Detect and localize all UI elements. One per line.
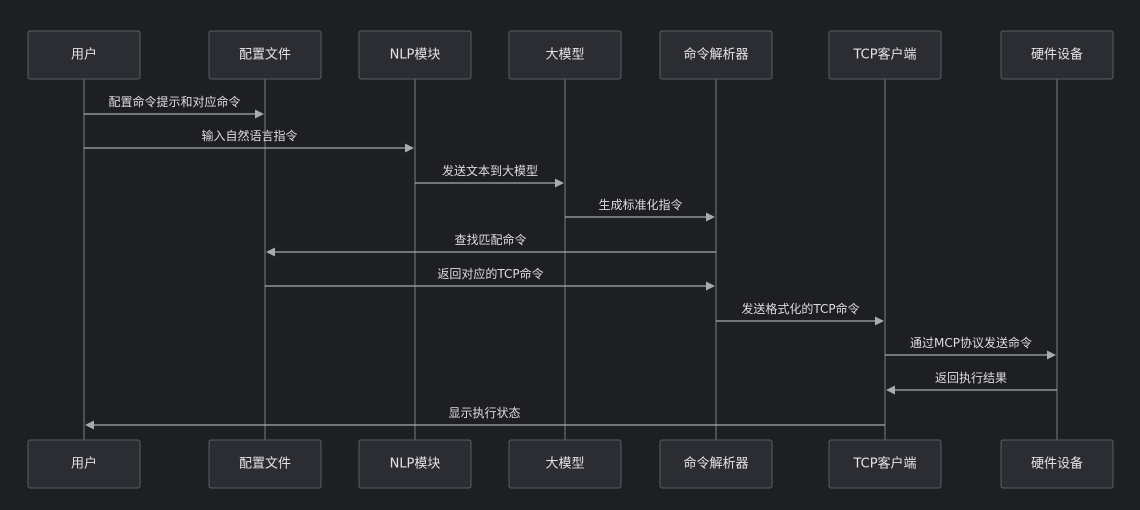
message-9: 返回执行结果 (886, 371, 1057, 395)
actor-label: 配置文件 (239, 48, 291, 63)
message-1: 配置命令提示和对应命令 (84, 94, 264, 119)
actor-box (828, 439, 942, 489)
actor-label: 硬件设备 (1031, 47, 1083, 63)
actor-tcp-bottom: TCP客户端 (828, 439, 942, 489)
message-label: 输入自然语言指令 (201, 128, 297, 143)
actor-box (1000, 30, 1114, 80)
actor-box (828, 30, 942, 80)
message-label: 查找匹配命令 (454, 232, 526, 247)
message-label: 发送文本到大模型 (442, 163, 538, 178)
actor-box (659, 30, 773, 80)
arrowhead-icon (706, 212, 715, 222)
actor-user-top: 用户 (27, 30, 141, 80)
arrowhead-icon (875, 316, 884, 326)
arrowhead-icon (555, 178, 564, 188)
message-2: 输入自然语言指令 (84, 128, 414, 153)
actor-box (659, 439, 773, 489)
actor-box (27, 439, 141, 489)
actor-llm-bottom: 大模型 (508, 439, 622, 489)
actor-label: 命令解析器 (683, 456, 748, 472)
actor-label: NLP模块 (390, 457, 441, 472)
arrowhead-icon (706, 281, 715, 291)
message-label: 返回对应的TCP命令 (437, 266, 543, 281)
actor-config-bottom: 配置文件 (208, 439, 322, 489)
actor-label: 用户 (71, 47, 97, 63)
message-10: 显示执行状态 (85, 406, 885, 430)
actor-box (508, 30, 622, 80)
message-label: 通过MCP协议发送命令 (910, 335, 1032, 350)
message-6: 返回对应的TCP命令 (265, 266, 715, 291)
actor-box (208, 30, 322, 80)
actor-nlp-top: NLP模块 (358, 30, 472, 80)
arrowhead-icon (405, 143, 414, 153)
message-3: 发送文本到大模型 (415, 163, 564, 188)
messages: 配置命令提示和对应命令输入自然语言指令发送文本到大模型生成标准化指令查找匹配命令… (84, 94, 1057, 430)
message-label: 发送格式化的TCP命令 (741, 301, 859, 316)
message-label: 返回执行结果 (935, 371, 1007, 385)
actor-box (1000, 439, 1114, 489)
actor-hw-top: 硬件设备 (1000, 30, 1114, 80)
actor-label: 配置文件 (239, 457, 291, 472)
message-7: 发送格式化的TCP命令 (716, 301, 884, 326)
actor-parser-top: 命令解析器 (659, 30, 773, 80)
actor-box (358, 439, 472, 489)
actor-hw-bottom: 硬件设备 (1000, 439, 1114, 489)
lifelines (83, 79, 1058, 440)
actor-label: NLP模块 (390, 48, 441, 63)
message-5: 查找匹配命令 (266, 232, 716, 257)
actor-label: 大模型 (545, 48, 584, 63)
arrowhead-icon (266, 247, 275, 257)
actor-box (358, 30, 472, 80)
message-label: 配置命令提示和对应命令 (108, 94, 240, 109)
message-4: 生成标准化指令 (565, 197, 715, 222)
actor-label: 命令解析器 (683, 47, 748, 63)
actor-llm-top: 大模型 (508, 30, 622, 80)
actor-label: TCP客户端 (852, 456, 916, 472)
arrowhead-icon (1047, 350, 1056, 360)
actors-top: 用户 配置文件 NLP模块 大模型 命令解析器 TCP客户端 硬件设备 (27, 30, 1114, 80)
actor-box (27, 30, 141, 80)
actor-nlp-bottom: NLP模块 (358, 439, 472, 489)
message-8: 通过MCP协议发送命令 (885, 335, 1056, 360)
actors-bottom: 用户 配置文件 NLP模块 大模型 命令解析器 TCP客户端 硬件设备 (27, 439, 1114, 489)
message-label: 生成标准化指令 (598, 197, 682, 212)
arrowhead-icon (886, 385, 895, 395)
arrowhead-icon (255, 109, 264, 119)
actor-parser-bottom: 命令解析器 (659, 439, 773, 489)
arrowhead-icon (85, 420, 94, 430)
actor-label: TCP客户端 (852, 47, 916, 63)
actor-tcp-top: TCP客户端 (828, 30, 942, 80)
actor-user-bottom: 用户 (27, 439, 141, 489)
actor-label: 大模型 (545, 457, 584, 472)
actor-config-top: 配置文件 (208, 30, 322, 80)
actor-box (508, 439, 622, 489)
actor-box (208, 439, 322, 489)
message-label: 显示执行状态 (448, 406, 520, 420)
actor-label: 硬件设备 (1031, 456, 1083, 472)
actor-label: 用户 (71, 456, 97, 472)
